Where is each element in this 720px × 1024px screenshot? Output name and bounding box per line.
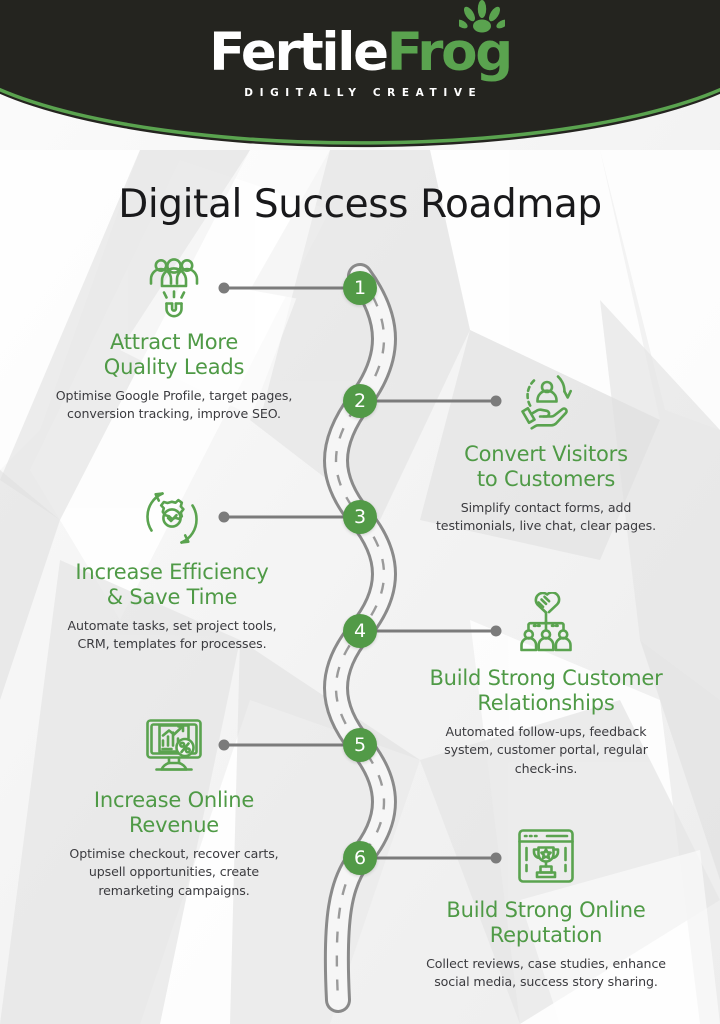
connector-dots <box>218 282 502 864</box>
step-6-body-line1: Collect reviews, case studies, enhance <box>426 955 666 971</box>
step-2-heading-line1: Convert Visitors <box>464 442 628 466</box>
step-marker-4[interactable]: 4 <box>343 614 377 648</box>
step-1-body-line2: conversion tracking, improve SEO. <box>67 406 281 422</box>
step-5-heading-line2: Revenue <box>128 812 220 837</box>
step-1-heading-line1: Attract More <box>109 330 239 354</box>
gear-check-cycle-icon <box>146 492 198 544</box>
step-4: Build Strong Customer Relationships Auto… <box>396 592 696 778</box>
hand-holding-customer-icon <box>521 375 572 430</box>
step-6: Build Strong Online Reputation Collect r… <box>396 824 696 992</box>
step-2-heading: Convert Visitors to Customers <box>396 442 696 492</box>
brand-header: Fertile Frog DIGITALLY CREATIVE <box>0 0 720 175</box>
step-4-heading: Build Strong Customer Relationships <box>396 666 696 716</box>
step-3-heading: Increase Efficiency & Save Time <box>22 560 322 610</box>
step-5-heading-line1: Increase Online <box>93 788 255 812</box>
frog-foot-splat-icon <box>458 0 505 33</box>
step-1-body-line1: Optimise Google Profile, target pages, <box>55 387 293 403</box>
step-2-body-line2: testimonials, live chat, clear pages. <box>435 518 657 534</box>
step-3: Increase Efficiency & Save Time Automate… <box>22 486 322 654</box>
step-6-body-line2: social media, success story sharing. <box>434 974 658 990</box>
step-marker-2[interactable]: 2 <box>343 384 377 418</box>
logo-word-fertile: Fertile <box>209 22 389 83</box>
step-6-heading: Build Strong Online Reputation <box>396 898 696 948</box>
monitor-chart-percent-icon <box>146 719 202 771</box>
step-4-body-line3: check-ins. <box>514 760 578 776</box>
page-title: Digital Success Roadmap <box>118 182 602 227</box>
step-2-body: Simplify contact forms, add testimonials… <box>396 499 696 536</box>
step-5-body: Optimise checkout, recover carts, upsell… <box>24 845 324 901</box>
step-2-body-line1: Simplify contact forms, add <box>460 499 632 515</box>
step-3-heading-line2: & Save Time <box>106 584 238 609</box>
logo-word-frog: Frog <box>386 22 513 83</box>
header-curve-shape <box>0 0 720 148</box>
step-5-body-line2: upsell opportunities, create <box>88 864 260 880</box>
step-3-heading-line1: Increase Efficiency <box>75 560 269 584</box>
step-3-body-line1: Automate tasks, set project tools, <box>67 617 277 633</box>
step-3-body: Automate tasks, set project tools, CRM, … <box>22 617 322 654</box>
step-2-heading-line2: to Customers <box>476 466 616 491</box>
step-6-heading-line1: Build Strong Online <box>446 898 646 922</box>
step-4-body: Automated follow-ups, feedback system, c… <box>396 723 696 779</box>
step-1-heading: Attract More Quality Leads <box>24 330 324 380</box>
step-4-body-line1: Automated follow-ups, feedback <box>445 723 647 739</box>
step-4-body-line2: system, customer portal, regular <box>444 742 648 758</box>
step-5: Increase Online Revenue Optimise checkou… <box>24 714 324 900</box>
step-marker-1[interactable]: 1 <box>343 271 377 305</box>
logo: Fertile Frog DIGITALLY CREATIVE <box>0 0 720 130</box>
step-1: Attract More Quality Leads Optimise Goog… <box>24 256 324 424</box>
step-2: Convert Visitors to Customers Simplify c… <box>396 368 696 536</box>
step-marker-6[interactable]: 6 <box>343 841 377 875</box>
step-4-heading-line1: Build Strong Customer <box>429 666 663 690</box>
logo-wordmark: Fertile Frog <box>209 0 513 83</box>
people-magnet-icon <box>149 258 199 318</box>
step-3-body-line2: CRM, templates for processes. <box>77 636 267 652</box>
step-5-body-line1: Optimise checkout, recover carts, <box>69 845 279 861</box>
step-5-body-line3: remarketing campaigns. <box>98 882 250 898</box>
step-5-heading: Increase Online Revenue <box>24 788 324 838</box>
connector-lines <box>224 286 496 860</box>
browser-trophy-icon <box>518 829 574 883</box>
logo-tagline: DIGITALLY CREATIVE <box>244 87 483 99</box>
step-4-heading-line2: Relationships <box>477 690 615 715</box>
handshake-heart-team-icon <box>520 592 572 652</box>
step-1-heading-line2: Quality Leads <box>103 354 245 379</box>
step-marker-5[interactable]: 5 <box>343 728 377 762</box>
step-1-body: Optimise Google Profile, target pages, c… <box>24 387 324 424</box>
step-6-body: Collect reviews, case studies, enhance s… <box>396 955 696 992</box>
step-6-heading-line2: Reputation <box>489 922 603 947</box>
step-marker-3[interactable]: 3 <box>343 500 377 534</box>
